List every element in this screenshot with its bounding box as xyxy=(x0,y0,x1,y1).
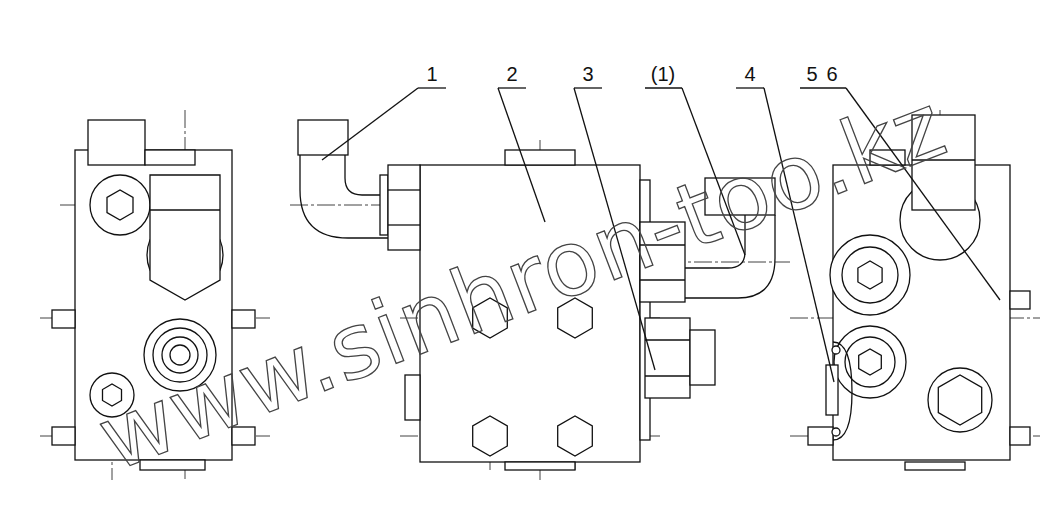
callout-number: 2 xyxy=(506,64,517,84)
bottom-nub xyxy=(905,462,965,470)
port-circle xyxy=(834,326,906,398)
hex-socket xyxy=(858,261,882,289)
callout-underline xyxy=(800,87,846,88)
hex-socket xyxy=(107,190,133,220)
nut-edge xyxy=(645,339,690,340)
callout-underline xyxy=(498,87,526,88)
callout-number: 3 xyxy=(582,64,593,84)
bottom-nub xyxy=(505,462,575,470)
leader-line xyxy=(322,88,418,160)
port-circle xyxy=(845,337,895,387)
bolt-end xyxy=(52,310,75,328)
plug-thread xyxy=(690,330,715,385)
side-tab xyxy=(405,375,420,420)
leader-line xyxy=(498,88,545,222)
nut-edge xyxy=(645,375,690,376)
nut-edge xyxy=(388,189,420,190)
plug xyxy=(88,120,145,165)
bolt-end xyxy=(1010,291,1030,309)
callout-underline xyxy=(418,87,446,88)
elbow-pipe xyxy=(300,155,388,238)
top-nub xyxy=(505,150,575,165)
elbow-fitting xyxy=(298,120,348,155)
bolt-end xyxy=(1010,427,1030,445)
nut-collar xyxy=(380,175,388,235)
hex-socket xyxy=(859,349,882,375)
fitting-body xyxy=(150,175,220,300)
bolt-end xyxy=(52,427,75,445)
hex-nut xyxy=(388,165,420,250)
callout-number: 1 xyxy=(426,64,437,84)
callout-number: (1) xyxy=(651,64,675,84)
plug-seat xyxy=(145,150,195,165)
cover-screw xyxy=(832,428,840,436)
fitting-edge xyxy=(150,209,220,210)
bolt-end xyxy=(808,427,833,445)
bolt-head xyxy=(558,416,593,456)
callout-number: 4 xyxy=(744,64,755,84)
port-circle xyxy=(830,235,910,315)
port-circle xyxy=(842,247,898,303)
nut-edge xyxy=(388,224,420,225)
callout-underline xyxy=(574,87,602,88)
callout-underline xyxy=(736,87,764,88)
bolt-head xyxy=(473,416,508,456)
cover-screw xyxy=(832,346,840,354)
hex-plug xyxy=(938,375,981,425)
callout-underline xyxy=(645,87,682,88)
plug-circle xyxy=(928,368,992,432)
callout-number: 5 xyxy=(806,64,817,84)
bolt-end xyxy=(232,310,255,328)
plug-circle xyxy=(90,175,150,235)
callout-number: 6 xyxy=(826,64,837,84)
